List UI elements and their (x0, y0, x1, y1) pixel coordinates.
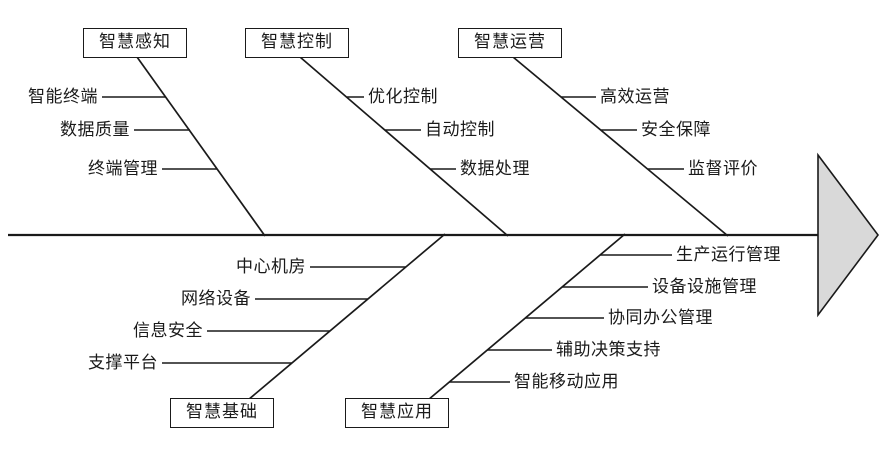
factor-label: 支撑平台 (88, 353, 158, 372)
factor-label: 信息安全 (133, 321, 203, 340)
category-box-smart-foundation: 智慧基础 (170, 398, 274, 428)
bone-smart-application (427, 233, 626, 401)
factor-label: 辅助决策支持 (556, 340, 661, 359)
factor-label: 生产运行管理 (676, 245, 781, 264)
bone-smart-control (299, 56, 509, 237)
arrow-head-icon (817, 152, 879, 318)
factor-label: 网络设备 (181, 289, 251, 308)
factor-label: 高效运营 (600, 87, 670, 106)
factor-label: 终端管理 (88, 159, 158, 178)
factor-label: 数据处理 (460, 159, 530, 178)
factor-label: 监督评价 (688, 159, 758, 178)
factor-label: 智能终端 (28, 87, 98, 106)
factor-label: 中心机房 (236, 257, 306, 276)
category-box-smart-operation: 智慧运营 (458, 28, 562, 58)
factor-label: 数据质量 (60, 120, 130, 139)
factor-label: 优化控制 (368, 87, 438, 106)
bone-smart-perception (136, 56, 266, 237)
factor-label: 设备设施管理 (652, 277, 757, 296)
factor-label: 智能移动应用 (514, 372, 619, 391)
factor-label: 协同办公管理 (608, 308, 713, 327)
factor-label: 安全保障 (641, 120, 711, 139)
category-box-smart-control: 智慧控制 (245, 28, 349, 58)
category-box-smart-application: 智慧应用 (345, 398, 449, 428)
bone-smart-operation (512, 56, 729, 237)
factor-label: 自动控制 (425, 120, 495, 139)
category-box-smart-perception: 智慧感知 (83, 28, 187, 58)
bone-smart-foundation (247, 233, 446, 401)
